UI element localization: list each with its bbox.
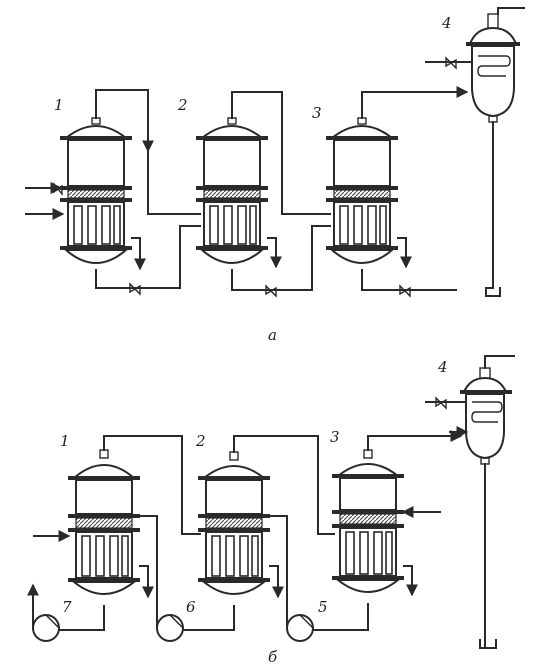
label-6-b: 6 xyxy=(186,598,196,616)
label-5-b: 5 xyxy=(318,598,328,616)
label-4-a: 4 xyxy=(441,14,452,32)
piping-b xyxy=(27,355,515,649)
caption-b: б xyxy=(268,648,278,666)
label-2-b: 2 xyxy=(195,432,206,450)
evaporator-1-a xyxy=(60,117,132,264)
label-7-b: 7 xyxy=(62,598,72,616)
evaporator-3-b xyxy=(332,449,404,593)
scheme-b: 1 2 3 4 5 6 7 б xyxy=(27,355,515,666)
valves-b xyxy=(435,396,447,410)
valves-a xyxy=(53,56,457,298)
condenser-4-a xyxy=(466,13,520,123)
label-4-b: 4 xyxy=(437,358,448,376)
pump-7 xyxy=(32,614,60,642)
label-3-b: 3 xyxy=(330,428,340,446)
evaporator-1-b xyxy=(68,449,140,595)
evaporator-2-b xyxy=(198,451,270,595)
piping-a xyxy=(25,7,525,297)
scheme-a: 1 2 3 4 а xyxy=(25,7,525,344)
label-3-a: 3 xyxy=(312,104,322,122)
label-1-a: 1 xyxy=(54,96,64,114)
pump-5 xyxy=(286,614,314,642)
condenser-4-b xyxy=(460,367,512,465)
label-1-b: 1 xyxy=(60,432,70,450)
label-2-a: 2 xyxy=(177,96,188,114)
caption-a: а xyxy=(268,326,277,344)
pump-6 xyxy=(156,614,184,642)
evaporator-3-a xyxy=(326,117,398,264)
evaporator-2-a xyxy=(196,117,268,264)
